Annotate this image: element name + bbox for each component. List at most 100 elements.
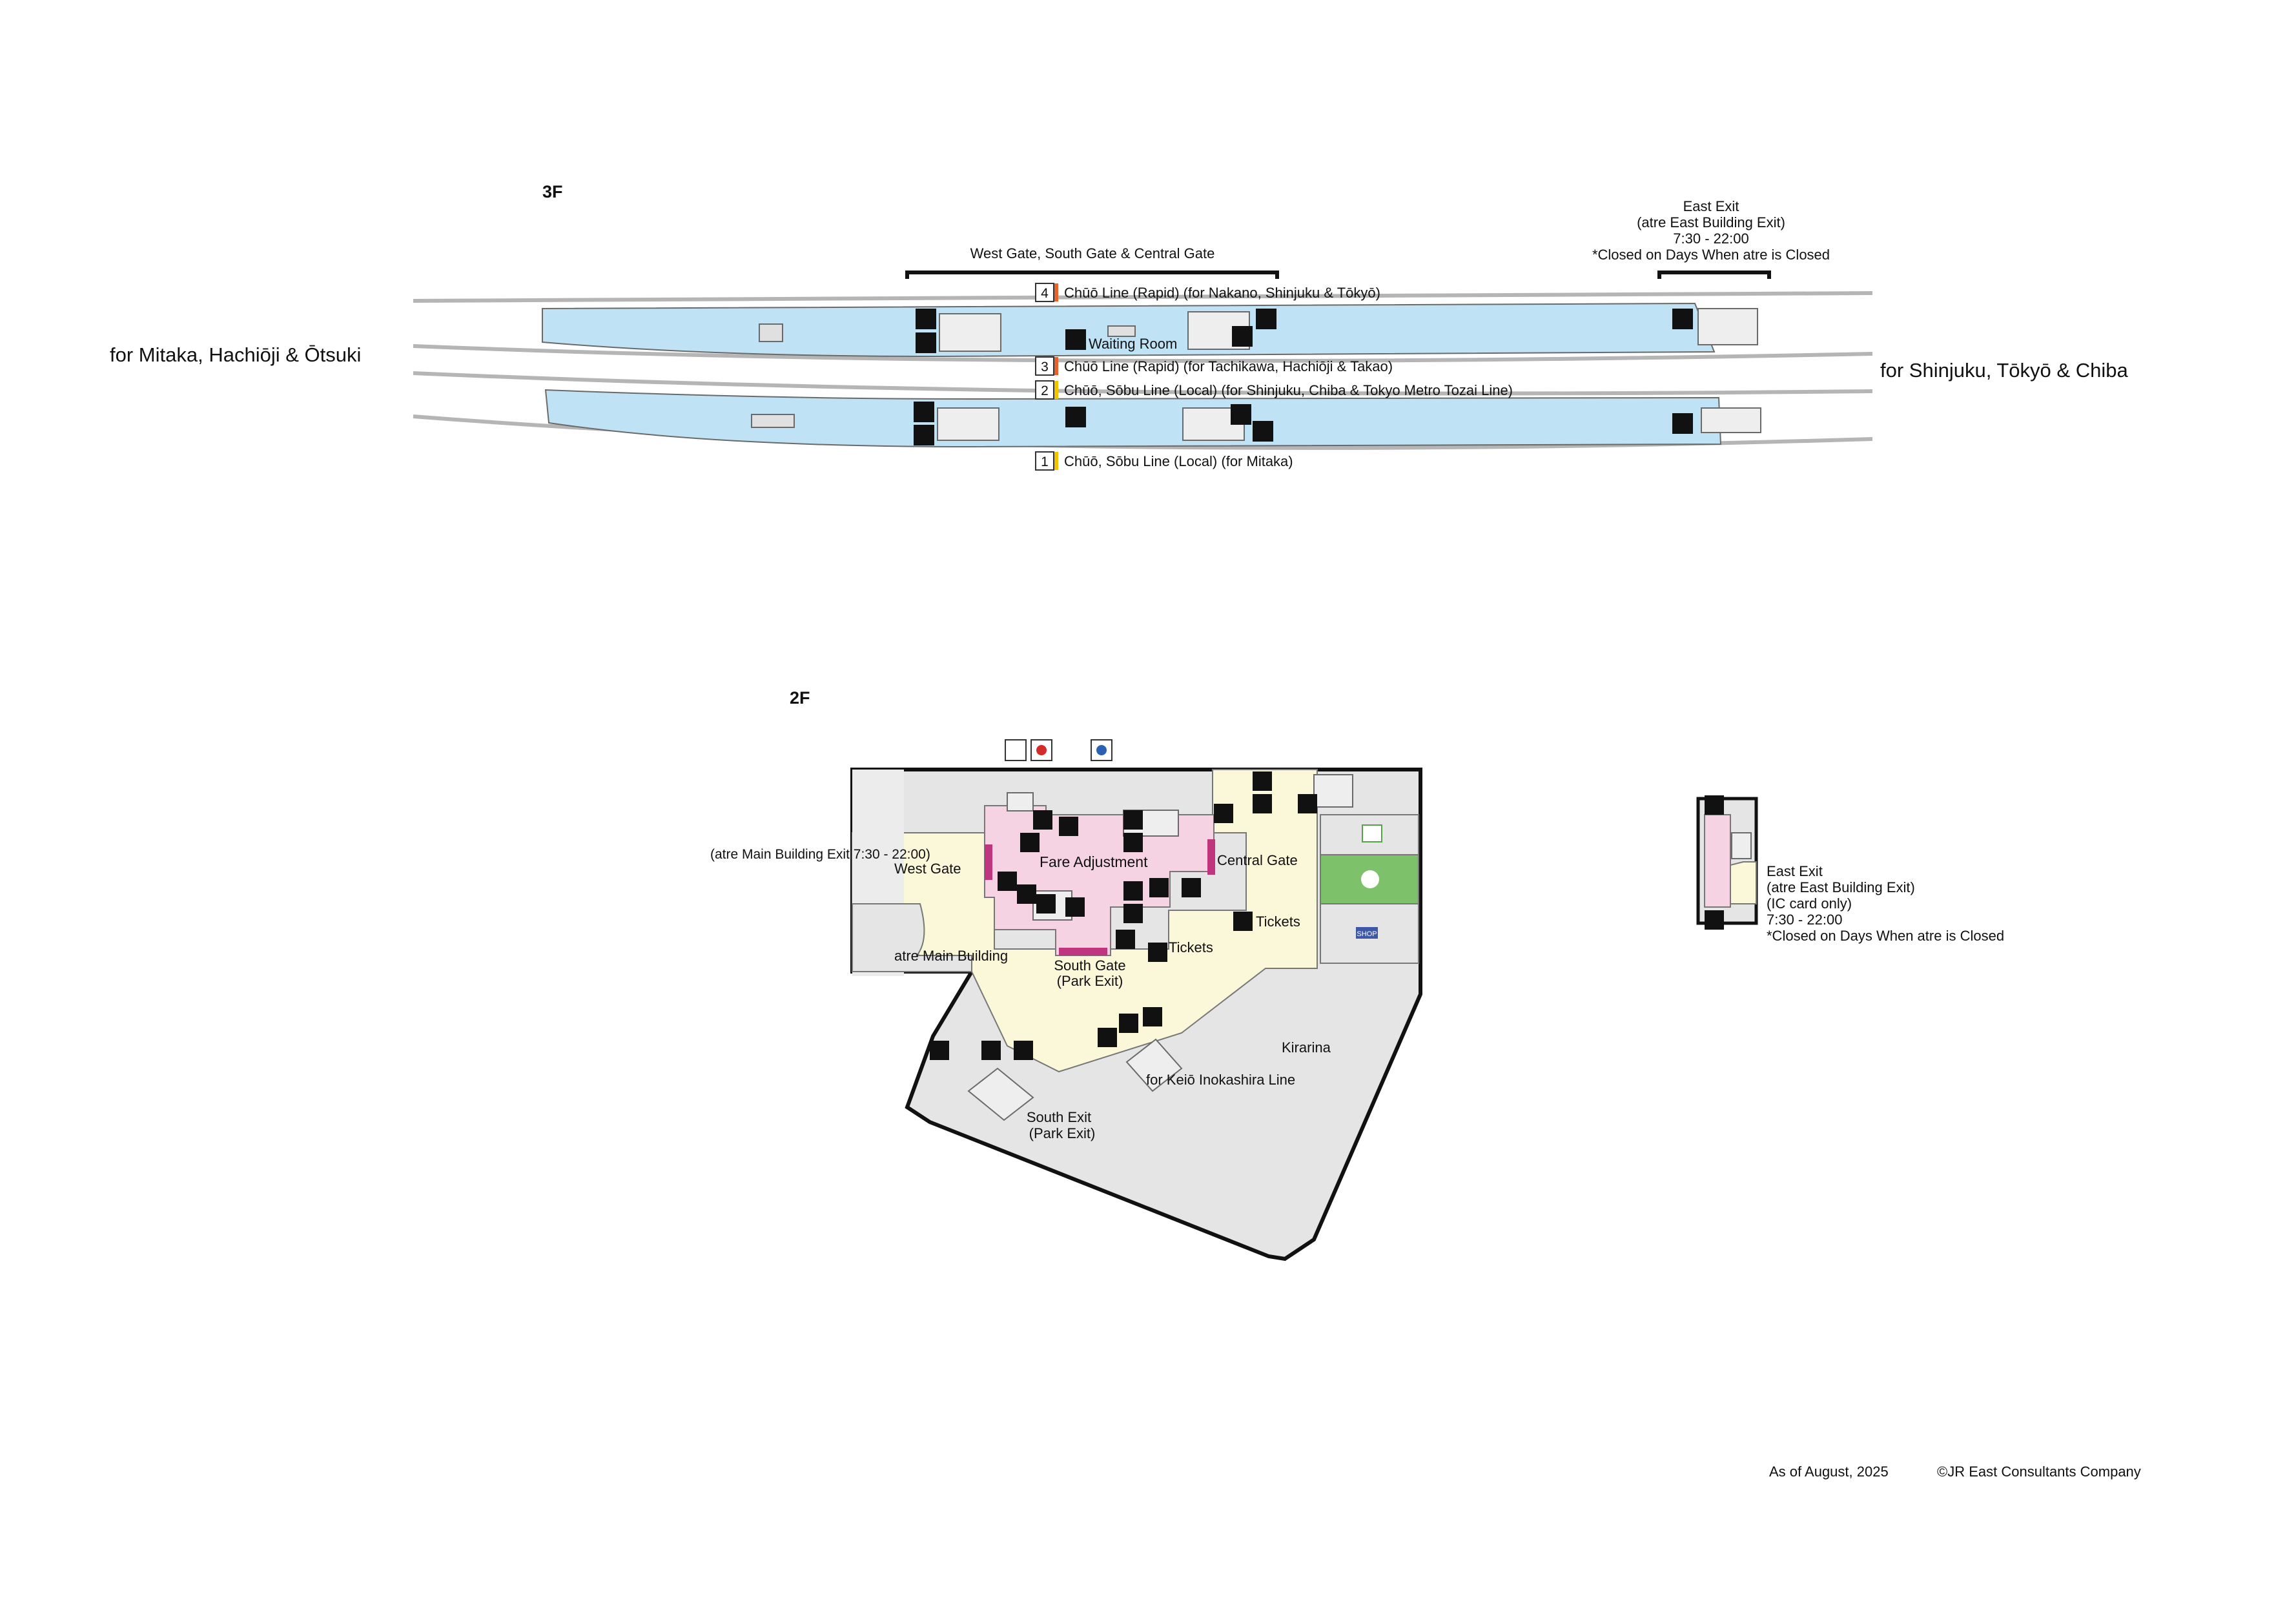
track-4-color <box>1054 283 1058 301</box>
shop-badge-label: SHOP <box>1357 930 1377 938</box>
escalator-icon <box>1123 810 1143 830</box>
fare-adjustment-label: Fare Adjustment <box>1040 853 1148 870</box>
west-gate-label: West Gate <box>894 861 961 877</box>
tickets-right-label: Tickets <box>1256 914 1300 930</box>
escalator-icon <box>1256 309 1276 329</box>
south-exit-sub-label: (Park Exit) <box>1029 1125 1096 1141</box>
svg-text:(atre East Building Exit): (atre East Building Exit) <box>1767 879 1915 895</box>
elevator-icon <box>1065 407 1086 427</box>
gate-group-label: West Gate, South Gate & Central Gate <box>970 245 1215 261</box>
track-4-label: Chūō Line (Rapid) (for Nakano, Shinjuku … <box>1064 285 1380 301</box>
escalator-icon <box>1123 881 1143 901</box>
direction-west: for Mitaka, Hachiōji & Ōtsuki <box>110 343 361 366</box>
south-gate-sub-label: (Park Exit) <box>1057 973 1123 989</box>
track-2-label: Chūō, Sōbu Line (Local) (for Shinjuku, C… <box>1064 382 1513 398</box>
south-gate-label: South Gate <box>1054 957 1125 974</box>
track-3-label: Chūō Line (Rapid) (for Tachikawa, Hachiō… <box>1064 358 1393 374</box>
east-exit-2f-label: East Exit (atre East Building Exit) (IC … <box>1767 863 2004 944</box>
ticket-icon <box>1182 878 1201 897</box>
atre-main-building-label: atre Main Building <box>894 948 1008 964</box>
gate-bracket-east <box>1657 270 1771 279</box>
track-3-number: 3 <box>1041 360 1049 374</box>
escalator-icon <box>1020 833 1040 852</box>
escalator-icon <box>1014 1041 1033 1060</box>
svg-text:*Closed on Days When atre is C: *Closed on Days When atre is Closed <box>1592 247 1830 263</box>
track-1: 1 Chūō, Sōbu Line (Local) (for Mitaka) <box>1035 451 1293 471</box>
floor-label-3f: 3F <box>542 182 563 201</box>
escalator-icon <box>1231 404 1251 425</box>
escalator-icon <box>1672 413 1693 434</box>
convenience-store-icon <box>1362 824 1382 842</box>
east-exit-2f-stairs <box>1731 832 1752 859</box>
elevator-icon <box>1214 804 1233 823</box>
escalator-icon <box>916 332 936 353</box>
ticket-icon <box>1149 878 1169 897</box>
elevator-icon <box>1059 817 1078 836</box>
facility-icons-2f <box>930 771 1317 1060</box>
shop-badge-icon <box>1356 927 1378 939</box>
escalator-icon <box>1098 1028 1117 1047</box>
svg-text:(atre East Building Exit): (atre East Building Exit) <box>1637 214 1785 230</box>
kiosk-2 <box>1107 325 1136 337</box>
waiting-room-label: Waiting Room <box>1089 336 1177 352</box>
svg-text:East Exit: East Exit <box>1767 863 1823 879</box>
track-4-number: 4 <box>1041 286 1049 301</box>
atre-main-building <box>852 903 972 972</box>
east-exit-2f-paid <box>1704 814 1731 908</box>
waiting-room-icon <box>1065 329 1086 350</box>
svg-text:7:30 - 22:00: 7:30 - 22:00 <box>1767 912 1842 928</box>
svg-text:East Exit: East Exit <box>1683 198 1739 214</box>
east-exit-3f-label: East Exit (atre East Building Exit) 7:30… <box>1592 198 1830 263</box>
keio-label: for Keiō Inokashira Line <box>1146 1072 1295 1088</box>
gate-bracket-west <box>905 270 1279 279</box>
escalator-icon <box>914 402 934 422</box>
escalator-icon <box>1705 795 1724 815</box>
floor-label-2f: 2F <box>790 688 810 708</box>
escalator-icon <box>1065 897 1085 917</box>
escalator-icon <box>1672 309 1693 329</box>
copyright-label: ©JR East Consultants Company <box>1937 1464 2141 1480</box>
svg-text:*Closed on Days When atre is C: *Closed on Days When atre is Closed <box>1767 928 2004 944</box>
track-2: 2 Chūō, Sōbu Line (Local) (for Shinjuku,… <box>1035 380 1513 400</box>
track-1-label: Chūō, Sōbu Line (Local) (for Mitaka) <box>1064 453 1293 469</box>
kirarina-label: Kirarina <box>1282 1039 1331 1056</box>
platform-lower <box>544 389 1722 448</box>
escalator-icon <box>1253 794 1272 813</box>
escalator-icon <box>1123 833 1143 852</box>
escalator-icon <box>1232 326 1253 347</box>
escalator-icon <box>914 425 934 445</box>
track-2-number: 2 <box>1041 383 1049 398</box>
ticket-icon <box>1148 943 1167 962</box>
kiosk-1 <box>759 323 783 342</box>
escalator-icon <box>1123 904 1143 923</box>
restroom-icons <box>1005 739 1112 761</box>
ticket-icon <box>1116 930 1135 949</box>
escalator-icon <box>1119 1014 1138 1033</box>
escalator-icon <box>1143 1007 1162 1026</box>
track-4: 4 Chūō Line (Rapid) (for Nakano, Shinjuk… <box>1035 283 1380 302</box>
stairs-2f <box>967 774 1353 1121</box>
elevator-icon <box>930 1041 949 1060</box>
pharmacy-icon <box>1361 870 1379 888</box>
escalator-icon <box>916 309 936 329</box>
track-3: 3 Chūō Line (Rapid) (for Tachikawa, Hach… <box>1035 356 1393 376</box>
escalator-icon <box>1253 421 1273 442</box>
accessible-restroom-icon <box>1005 739 1027 761</box>
as-of-label: As of August, 2025 <box>1769 1464 1889 1480</box>
svg-text:7:30 - 22:00: 7:30 - 22:00 <box>1673 230 1748 247</box>
kiosk-3 <box>751 414 795 428</box>
escalator-icon <box>1705 910 1724 930</box>
ticket-icon <box>1233 912 1253 931</box>
south-exit-label: South Exit <box>1027 1109 1091 1125</box>
track-1-number: 1 <box>1041 454 1049 469</box>
escalator-icon <box>1017 884 1036 904</box>
tickets-center-label: Tickets <box>1169 939 1213 955</box>
escalator-icon <box>1036 894 1056 914</box>
escalator-icon <box>981 1041 1001 1060</box>
facility-icons-3f <box>914 309 1693 445</box>
east-exit-2f-concourse <box>1730 861 1757 904</box>
direction-east: for Shinjuku, Tōkyō & Chiba <box>1880 359 2128 382</box>
escalator-icon <box>1298 794 1317 813</box>
escalator-icon <box>1033 810 1052 830</box>
